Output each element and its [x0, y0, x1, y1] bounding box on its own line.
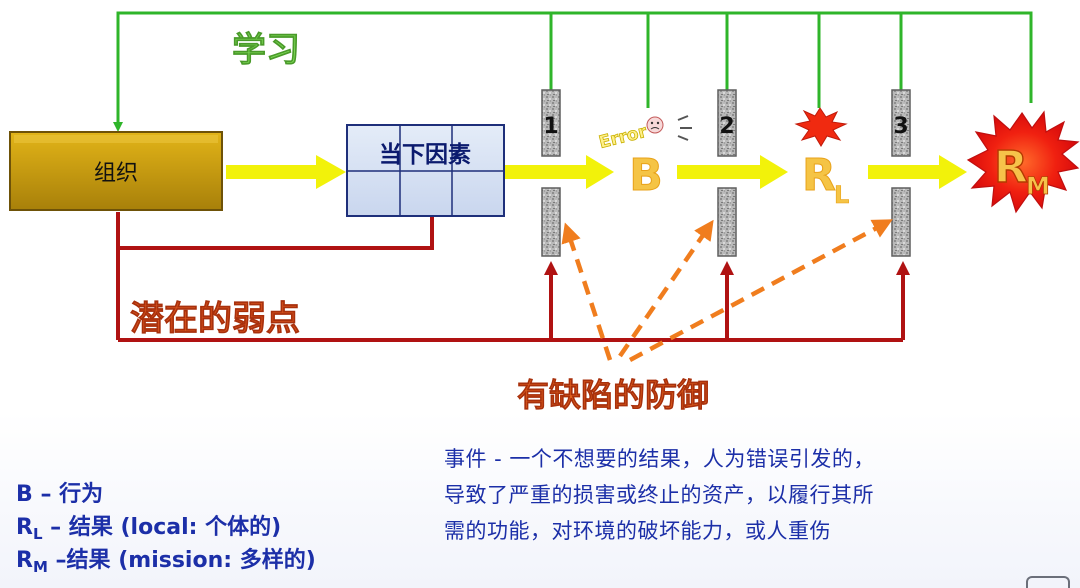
barrier-label-3: 3: [893, 114, 908, 139]
error-label: Error: [597, 122, 649, 153]
current-factors-grid: [346, 124, 505, 217]
legend-item-local-result: RL – 结果 (local: 个体的): [16, 511, 436, 544]
current-factors-label: 当下因素: [379, 141, 471, 168]
legend-symbol: B: [16, 482, 33, 507]
incident-definition: 事件 - 一个不想要的结果，人为错误引发的， 导致了严重的损害或终止的资产，以履…: [444, 441, 1054, 549]
definition-line-1: 事件 - 一个不想要的结果，人为错误引发的，: [444, 447, 875, 471]
legend-item-mission-result: RM –结果 (mission: 多样的): [16, 544, 436, 577]
flow-arrow-org-to-factors: [226, 155, 346, 189]
svg-text:R: R: [802, 150, 836, 201]
flow-arrow-b-to-rl: [677, 155, 788, 189]
svg-text:M: M: [1026, 172, 1050, 200]
barrier-label-1: 1: [543, 114, 558, 139]
node-rl: R L: [802, 150, 850, 210]
definition-line-3: 需的功能，对环境的破坏能力，或人重伤: [444, 519, 831, 543]
learning-loop: [113, 11, 1033, 132]
svg-text:R: R: [994, 142, 1028, 193]
flawed-defense-label: 有缺陷的防御: [517, 376, 709, 414]
mission-consequence-burst: [966, 110, 1080, 214]
flawed-defense-arrows: [561, 219, 893, 362]
legend-text: – 结果 (local: 个体的): [42, 515, 282, 540]
svg-text:L: L: [834, 181, 849, 209]
node-rm: R M: [993, 141, 1050, 200]
barrier-3: [891, 89, 911, 257]
definition-line-2: 导致了严重的损害或终止的资产，以履行其所: [444, 483, 874, 507]
legend-item-behavior: B – 行为: [16, 478, 436, 511]
legend: B – 行为 RL – 结果 (local: 个体的) RM –结果 (miss…: [16, 478, 436, 577]
legend-subscript: M: [32, 558, 48, 576]
local-consequence-burst: [794, 107, 848, 147]
legend-text: – 行为: [32, 482, 104, 507]
flow-arrow-factors-to-b: [505, 155, 614, 189]
node-b: B: [629, 150, 663, 201]
barrier-1: [541, 89, 561, 257]
barrier-label-2: 2: [719, 114, 734, 139]
legend-symbol: R: [16, 515, 33, 540]
organization-box: [9, 131, 223, 211]
latent-weakness-label: 潜在的弱点: [130, 299, 300, 339]
legend-text: –结果 (mission: 多样的): [47, 548, 316, 573]
toolbox-icon: [1026, 576, 1070, 588]
flow-arrow-rl-to-rm: [868, 155, 967, 189]
organization-label: 组织: [94, 161, 138, 186]
legend-subscript: L: [32, 525, 43, 543]
error-marker: Error: [597, 115, 692, 153]
learning-label: 学习: [232, 30, 300, 70]
barrier-2: [717, 89, 737, 257]
legend-symbol: R: [16, 548, 33, 573]
